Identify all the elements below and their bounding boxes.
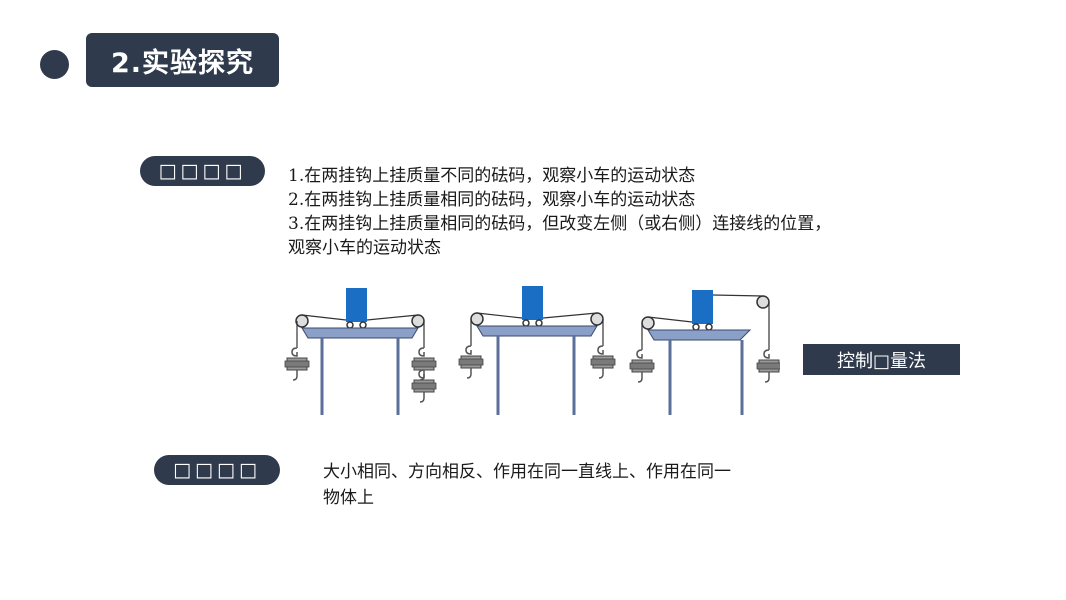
- cart: [692, 290, 713, 324]
- experiment-step: 观察小车的运动状态: [288, 238, 441, 258]
- conclusion-line: 大小相同、方向相反、作用在同一直线上、作用在同一: [323, 462, 731, 482]
- title-bullet-dot: [40, 50, 69, 79]
- experiment-step: 3.在两挂钩上挂质量相同的砝码，但改变左侧（或右侧）连接线的位置，: [288, 214, 832, 234]
- experiment-section-label: □□□□: [140, 156, 265, 186]
- cart: [522, 286, 543, 320]
- apparatus-1: [284, 288, 437, 415]
- apparatus-2: [458, 286, 616, 415]
- experiment-step: 1.在两挂钩上挂质量不同的砝码，观察小车的运动状态: [288, 166, 696, 186]
- conclusion-section-label: □□□□: [154, 455, 280, 485]
- experiment-step: 2.在两挂钩上挂质量相同的砝码，观察小车的运动状态: [288, 190, 696, 210]
- experiment-steps: 1.在两挂钩上挂质量不同的砝码，观察小车的运动状态 2.在两挂钩上挂质量相同的砝…: [288, 164, 928, 260]
- conclusion-text: 大小相同、方向相反、作用在同一直线上、作用在同一 物体上: [323, 459, 823, 511]
- apparatus-3: [629, 290, 780, 415]
- conclusion-line: 物体上: [323, 488, 374, 508]
- control-variable-method-label: 控制□量法: [803, 344, 960, 375]
- cart: [346, 288, 367, 322]
- apparatus-illustration: [284, 286, 780, 415]
- page-title: 2.实验探究: [86, 33, 279, 87]
